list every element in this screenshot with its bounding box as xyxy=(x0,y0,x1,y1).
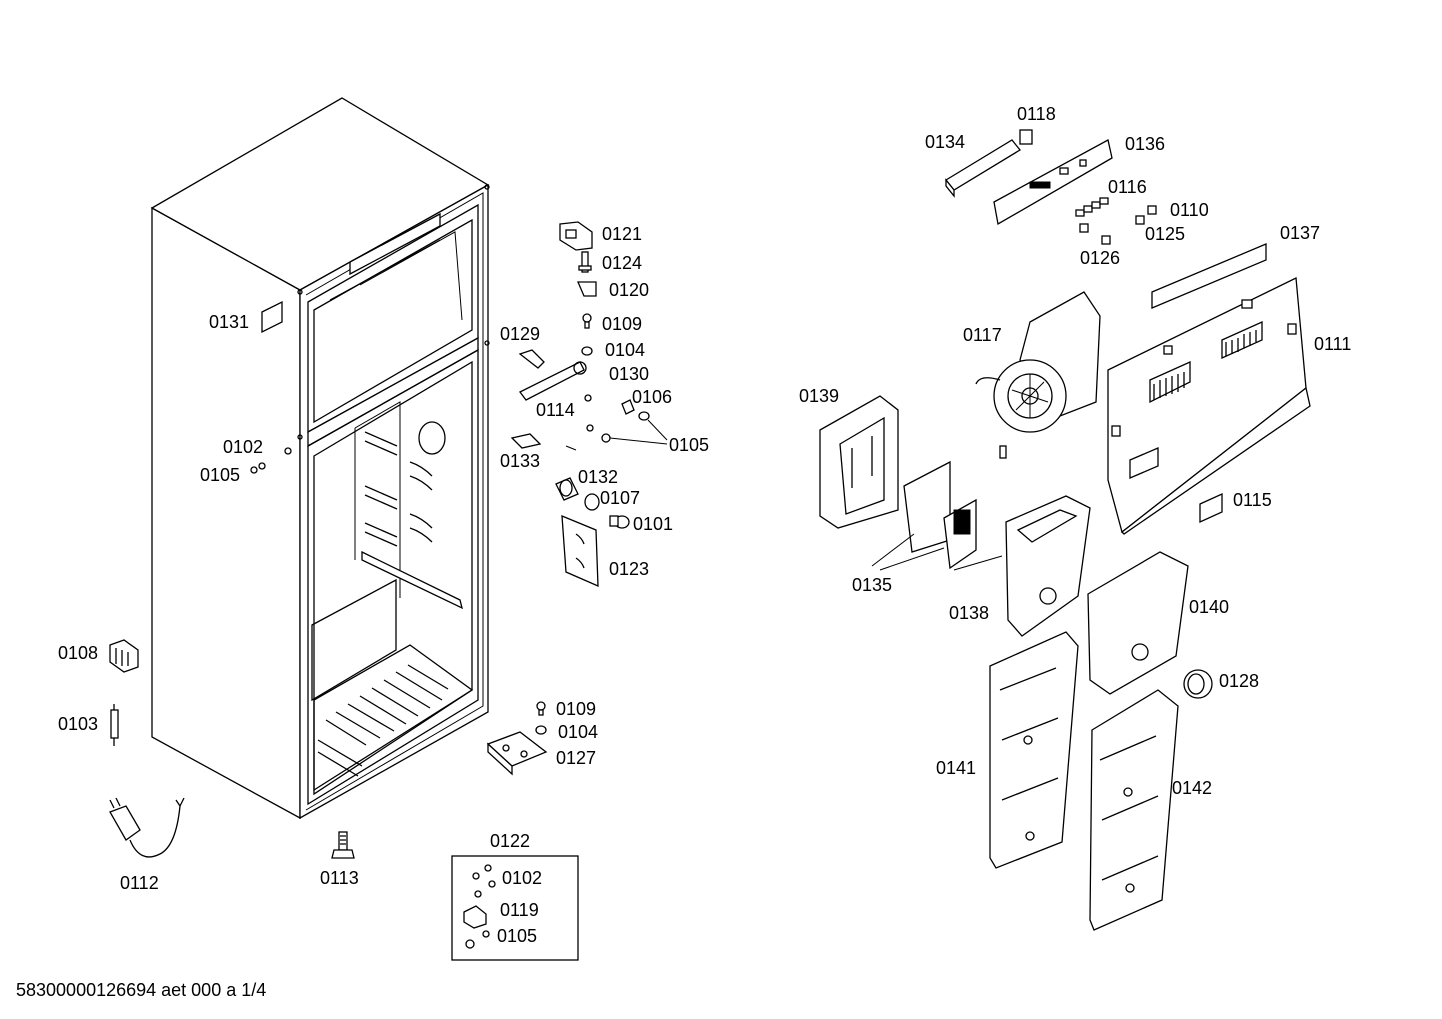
label-0131: 0131 xyxy=(209,312,249,332)
label-0124: 0124 xyxy=(602,253,642,273)
part-0102-screw xyxy=(284,447,292,455)
label-0125: 0125 xyxy=(1145,224,1185,244)
label-0102: 0102 xyxy=(223,437,263,457)
part-0131-badge xyxy=(261,300,283,334)
part-labels: 0121 0124 0120 0109 0104 0129 0130 0114 … xyxy=(58,104,1351,946)
label-0103: 0103 xyxy=(58,714,98,734)
label-0108: 0108 xyxy=(58,643,98,663)
part-0137-cover-strip xyxy=(1151,243,1267,309)
label-0109: 0109 xyxy=(602,314,642,334)
part-0138-evaporator-cover xyxy=(1005,495,1091,637)
label-0106: 0106 xyxy=(632,387,672,407)
part-0134-knob-housing xyxy=(945,139,1021,198)
part-0140-duct-cover xyxy=(1087,551,1189,695)
label-0114: 0114 xyxy=(536,400,575,420)
part-0125-part xyxy=(1135,215,1145,225)
document-id: 58300000126694 aet 000 a 1/4 xyxy=(16,980,267,1000)
part-0118-connector xyxy=(1019,129,1033,145)
part-0105-caps-hinge xyxy=(586,411,668,445)
part-0107-ring xyxy=(584,493,600,511)
label-0128: 0128 xyxy=(1219,671,1259,691)
part-0135-dampers xyxy=(871,460,1003,571)
part-0133-clip xyxy=(510,433,542,449)
label-0133: 0133 xyxy=(500,451,540,471)
label-0137: 0137 xyxy=(1280,223,1320,243)
part-0142-rear-cover xyxy=(1089,689,1179,931)
label-0121: 0121 xyxy=(602,224,642,244)
label-0117: 0117 xyxy=(963,325,1002,345)
label-0118: 0118 xyxy=(1017,104,1056,124)
label-0127: 0127 xyxy=(556,748,596,768)
label-0138: 0138 xyxy=(949,603,989,623)
label-0111: 0111 xyxy=(1314,334,1351,354)
label-0107: 0107 xyxy=(600,488,640,508)
label-0116: 0116 xyxy=(1108,177,1147,197)
part-0111-rear-panel xyxy=(1107,277,1311,535)
label-0105-left: 0105 xyxy=(200,465,240,485)
part-0123-gasket xyxy=(561,514,599,588)
label-0110: 0110 xyxy=(1170,200,1209,220)
label-0120: 0120 xyxy=(609,280,649,300)
part-0109-screw-upper xyxy=(582,313,592,329)
part-0103-plug-pin xyxy=(110,704,119,746)
label-0141: 0141 xyxy=(936,758,976,778)
label-0122: 0122 xyxy=(490,831,530,851)
part-0110-part xyxy=(1147,205,1157,215)
label-0129: 0129 xyxy=(500,324,540,344)
label-0135: 0135 xyxy=(852,575,892,595)
refrigerator-cabinet xyxy=(150,97,490,820)
part-0104-washer-lower xyxy=(535,725,547,735)
label-0105: 0105 xyxy=(669,435,709,455)
part-0120-bushing xyxy=(577,281,597,297)
part-0108-connector xyxy=(109,639,139,673)
label-0142: 0142 xyxy=(1172,778,1212,798)
part-0128-knob xyxy=(1183,669,1213,699)
part-0104-washer-upper xyxy=(581,346,593,356)
part-0116-buttons xyxy=(1075,197,1109,217)
leader-lines xyxy=(565,445,577,451)
label-0115: 0115 xyxy=(1233,490,1272,510)
label-0113: 0113 xyxy=(320,868,359,888)
label-0119: 0119 xyxy=(500,900,539,920)
part-0109-screw-lower xyxy=(536,701,546,716)
label-0105-kit: 0105 xyxy=(497,926,537,946)
part-0126-parts xyxy=(1079,223,1111,245)
label-0139: 0139 xyxy=(799,386,839,406)
label-0136: 0136 xyxy=(1125,134,1165,154)
part-0105-caps xyxy=(250,462,266,474)
label-0112: 0112 xyxy=(120,873,159,893)
part-0127-bottom-hinge xyxy=(486,731,548,776)
part-0132-valve xyxy=(555,477,579,501)
part-0129-hinge-part xyxy=(518,349,545,369)
part-0117-fan-assembly xyxy=(975,291,1101,459)
label-0130: 0130 xyxy=(609,364,649,384)
part-0115-clip xyxy=(1199,492,1223,524)
part-0114-screw xyxy=(584,394,592,402)
label-0132: 0132 xyxy=(578,467,618,487)
part-0101-knob xyxy=(609,515,630,529)
label-0126: 0126 xyxy=(1080,248,1120,268)
part-0139-duct xyxy=(819,395,899,529)
label-0123: 0123 xyxy=(609,559,649,579)
label-0104-lower: 0104 xyxy=(558,722,598,742)
part-0113-foot xyxy=(331,831,355,859)
label-0109-lower: 0109 xyxy=(556,699,596,719)
label-0101: 0101 xyxy=(633,514,673,534)
label-0134: 0134 xyxy=(925,132,965,152)
part-0141-rear-cover xyxy=(989,631,1079,869)
label-0104: 0104 xyxy=(605,340,645,360)
part-0112-power-cord xyxy=(109,797,185,858)
part-0130-hinge-bracket xyxy=(519,361,587,401)
part-0136-control-board xyxy=(993,139,1113,226)
part-0124-pin xyxy=(578,251,592,273)
part-0121-hinge-cap xyxy=(559,221,593,251)
part-0122-kit-box xyxy=(451,855,579,961)
part-0106-plug xyxy=(621,399,635,415)
label-0102-kit: 0102 xyxy=(502,868,542,888)
label-0140: 0140 xyxy=(1189,597,1229,617)
